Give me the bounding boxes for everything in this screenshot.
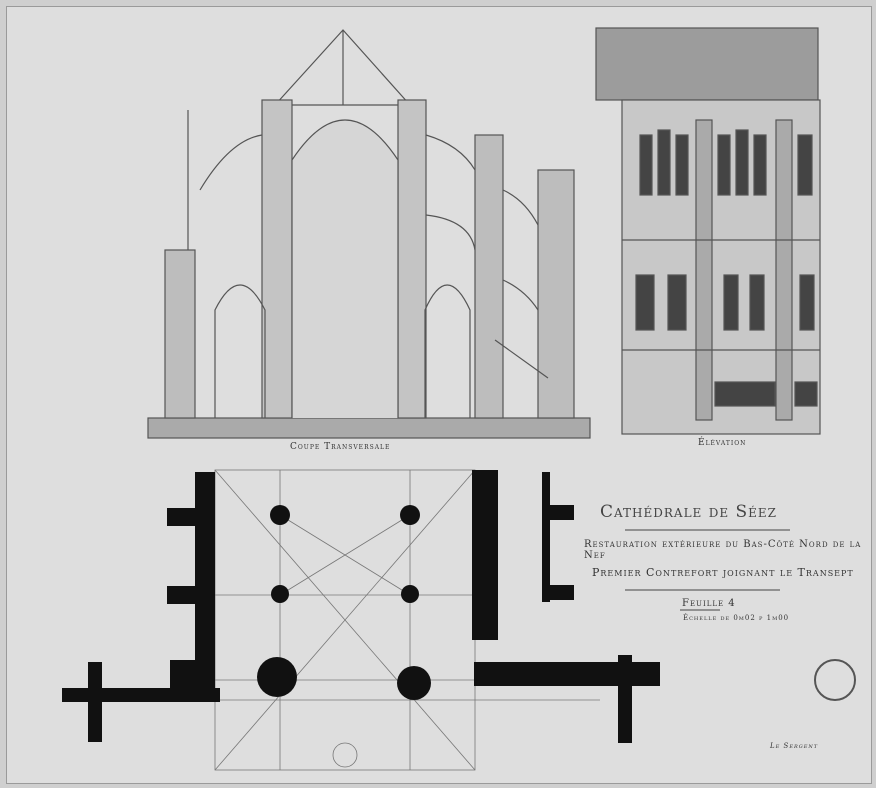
floor-plan-drawing <box>62 469 856 771</box>
archive-stamp <box>814 659 856 701</box>
drawing-subtitle: Restauration extérieure du Bas-Côté Nord… <box>584 539 862 561</box>
section-caption: Coupe Transversale <box>290 442 391 452</box>
drawing-title: Cathédrale de Séez <box>600 502 777 522</box>
sheet-number: Feuille 4 <box>682 598 736 609</box>
elevation-drawing <box>595 27 821 435</box>
cross-section-drawing <box>147 29 591 439</box>
elevation-caption: Élévation <box>698 438 747 448</box>
signature: Le Sergent <box>770 742 819 750</box>
drawing-subtitle-2: Premier Contrefort joignant le Transept <box>592 566 854 579</box>
scale-note: Échelle de 0m02 p 1m00 <box>683 614 790 622</box>
